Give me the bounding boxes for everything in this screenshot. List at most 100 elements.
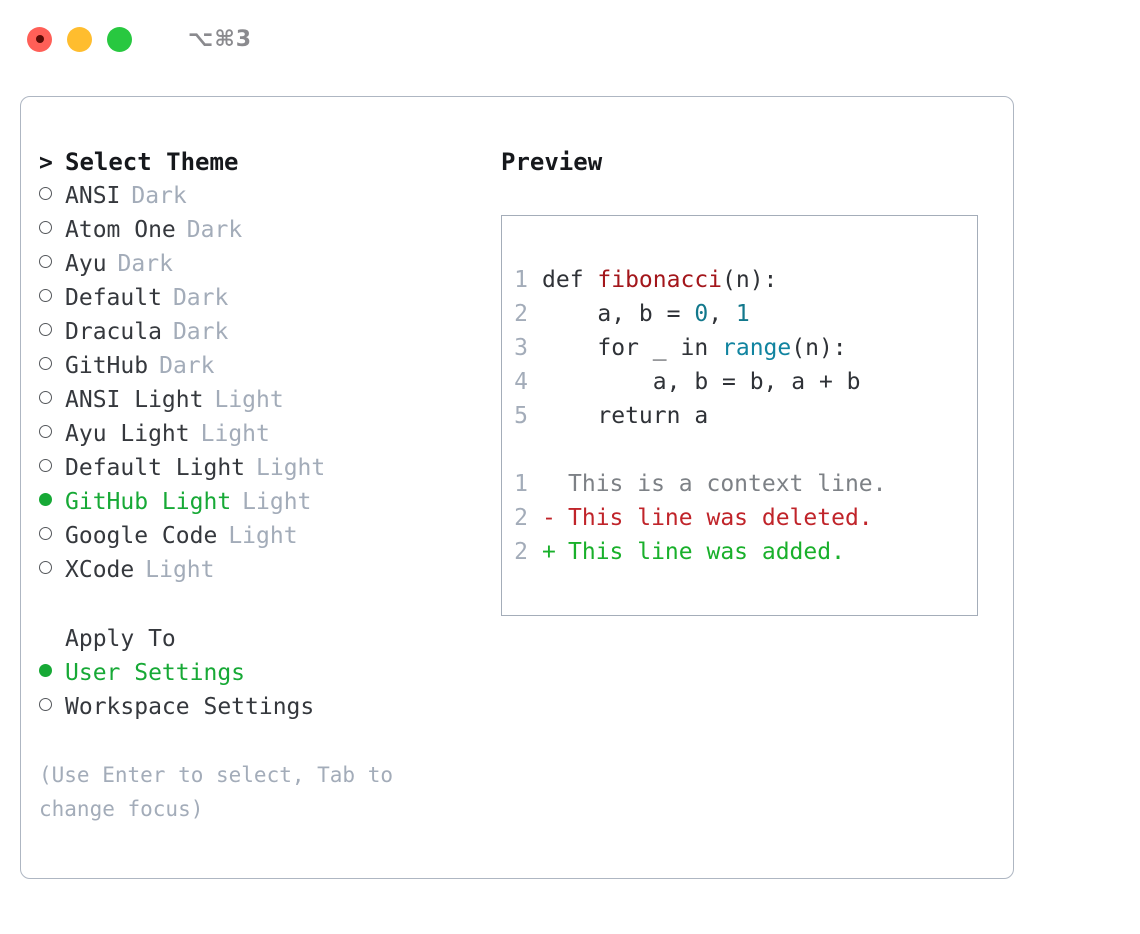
theme-kind-badge: Dark (159, 353, 215, 379)
code-token: (n): (722, 267, 778, 293)
theme-list-item[interactable]: Ayu Dark (39, 247, 479, 281)
apply-to-label: Apply To (65, 626, 176, 652)
code-token: return a (542, 403, 709, 429)
maximize-window-button[interactable] (107, 26, 132, 52)
theme-name: Default Light (65, 455, 246, 481)
theme-kind-badge: Dark (131, 183, 187, 209)
radio-unselected-icon (39, 451, 65, 485)
theme-kind-badge: Light (242, 489, 312, 515)
theme-name: XCode (65, 557, 135, 583)
theme-list-item[interactable]: XCode Light (39, 553, 479, 587)
bullet-shape (39, 459, 52, 472)
theme-name: Ayu (65, 251, 107, 277)
bullet-shape (39, 289, 52, 302)
select-theme-header: > Select Theme (39, 145, 479, 179)
apply-to-option[interactable]: Workspace Settings (39, 690, 479, 724)
code-line: 4 a, b = b, a + b (502, 365, 977, 399)
theme-list-item[interactable]: Dracula Dark (39, 315, 479, 349)
theme-kind-badge: Light (256, 455, 326, 481)
select-theme-title: Select Theme (65, 148, 239, 176)
bullet-shape (39, 357, 52, 370)
code-line-number: 1 (514, 267, 528, 293)
code-token: (n): (791, 335, 847, 361)
apply-to-option[interactable]: User Settings (39, 656, 479, 690)
theme-list-item[interactable]: Default Light Light (39, 451, 479, 485)
theme-kind-badge: Light (200, 421, 270, 447)
code-token: a, b = b, a + b (542, 369, 861, 395)
prompt-caret-icon: > (39, 150, 53, 176)
diff-sign: + (542, 539, 556, 565)
bullet-shape (39, 323, 52, 336)
theme-list-item[interactable]: Ayu Light Light (39, 417, 479, 451)
code-token: range (722, 335, 792, 361)
code-token: for _ in (542, 335, 723, 361)
theme-list-item[interactable]: GitHub Light Light (39, 485, 479, 519)
theme-kind-badge: Light (228, 523, 298, 549)
radio-unselected-icon (39, 519, 65, 553)
code-token: a, b = (542, 301, 695, 327)
titlebar: ⌥⌘3 (0, 0, 1140, 78)
code-line-number: 5 (514, 403, 528, 429)
code-line-number: 2 (514, 301, 528, 327)
diff-line-number: 1 (514, 471, 528, 497)
radio-selected-icon (39, 656, 65, 690)
code-line-text: for _ in range(n): (542, 331, 847, 365)
radio-unselected-icon (39, 179, 65, 213)
radio-unselected-icon (39, 349, 65, 383)
close-window-button[interactable] (27, 26, 52, 52)
code-line: 3 for _ in range(n): (502, 331, 977, 365)
bullet-shape (39, 698, 52, 711)
bullet-shape (39, 664, 52, 677)
theme-kind-badge: Light (145, 557, 215, 583)
apply-to-option-label: User Settings (65, 660, 246, 686)
code-token: fibonacci (597, 267, 723, 293)
diff-line: 1 This is a context line. (502, 467, 977, 501)
diff-sample: 1 This is a context line.2-This line was… (502, 467, 977, 569)
bullet-shape (39, 187, 52, 200)
code-line-text: a, b = 0, 1 (542, 297, 750, 331)
theme-kind-badge: Dark (117, 251, 173, 277)
bullet-shape (39, 493, 52, 506)
radio-unselected-icon (39, 417, 65, 451)
radio-unselected-icon (39, 281, 65, 315)
theme-name: Atom One (65, 217, 176, 243)
diff-line-number: 2 (514, 539, 528, 565)
theme-list-item[interactable]: GitHub Dark (39, 349, 479, 383)
theme-name: Dracula (65, 319, 162, 345)
code-line-text: a, b = b, a + b (542, 365, 861, 399)
theme-kind-badge: Dark (172, 319, 229, 345)
code-line: 2 a, b = 0, 1 (502, 297, 977, 331)
minimize-window-button[interactable] (67, 26, 92, 52)
code-line-text: def fibonacci(n): (542, 263, 777, 297)
radio-unselected-icon (39, 213, 65, 247)
code-line: 1 def fibonacci(n): (502, 263, 977, 297)
code-token: 1 (735, 301, 750, 327)
theme-name: GitHub (65, 353, 149, 379)
apply-to-option-label: Workspace Settings (65, 694, 315, 720)
code-line-number: 3 (514, 335, 528, 361)
bullet-shape (39, 425, 52, 438)
radio-selected-icon (39, 485, 65, 519)
diff-sign: - (542, 505, 556, 531)
code-token: , (708, 301, 736, 327)
bullet-shape (39, 391, 52, 404)
theme-name: Ayu Light (65, 421, 190, 447)
spacer (502, 433, 977, 467)
radio-unselected-icon (39, 247, 65, 281)
theme-kind-badge: Dark (172, 285, 229, 311)
theme-name: GitHub Light (65, 489, 232, 515)
theme-name: ANSI Light (65, 387, 204, 413)
